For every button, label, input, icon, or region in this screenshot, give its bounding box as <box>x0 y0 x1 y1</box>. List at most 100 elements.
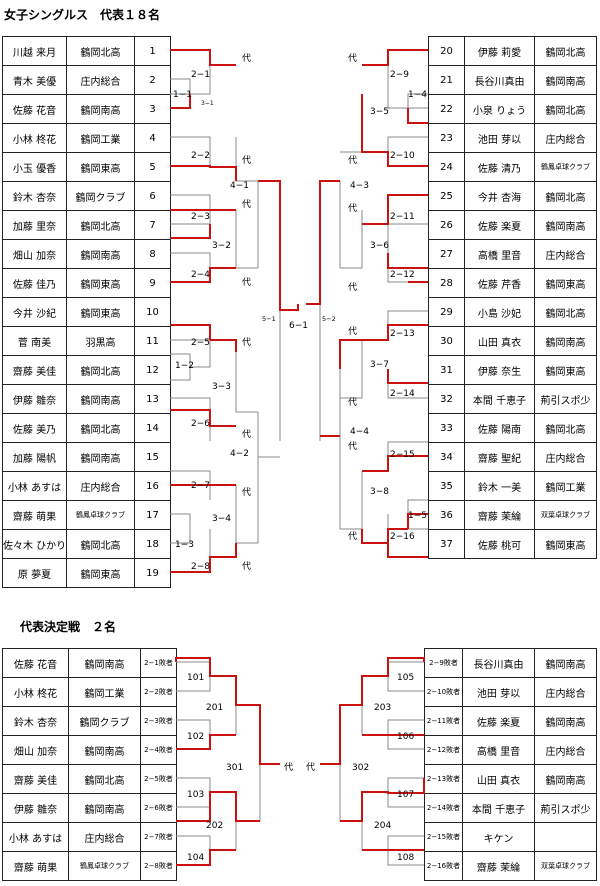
rep-mark: 代 <box>242 53 251 64</box>
seed-number: 2 <box>134 65 171 95</box>
seed-number: 13 <box>134 384 171 414</box>
seed-number: 29 <box>428 297 465 327</box>
loser-label: 2−4敗者 <box>140 735 177 765</box>
player-club: 鶴岡南高 <box>534 210 597 240</box>
match-label: 3−3 <box>212 382 231 392</box>
match-label: 2−12 <box>390 270 415 280</box>
rep-mark: 代 <box>348 326 357 337</box>
player-club: 庄内総合 <box>534 442 597 472</box>
match-label: 4−4 <box>350 427 369 437</box>
seed-number: 11 <box>134 326 171 356</box>
match-label: 1−2 <box>175 361 194 371</box>
player-name: 山田 真衣 <box>462 764 535 794</box>
player-club: 庄内総合 <box>68 822 141 852</box>
player-name: 鈴木 杏奈 <box>2 181 67 211</box>
match-label: 2−6 <box>191 419 210 429</box>
player-club: 鶴岡東高 <box>534 355 597 385</box>
match-label: 2−9 <box>390 70 409 80</box>
player-club <box>534 822 597 852</box>
player-club: 鶴岡南高 <box>534 706 597 736</box>
match-label: 4−3 <box>350 181 369 191</box>
match-label: 2−3 <box>191 212 210 222</box>
playoff-right-row: 2−10敗者池田 芽以庄内総合 <box>424 677 597 707</box>
seed-number: 5 <box>134 152 171 182</box>
match-label: 105 <box>397 673 414 683</box>
match-label: 106 <box>397 732 414 742</box>
rep-mark: 代 <box>242 337 251 348</box>
rep-mark: 代 <box>242 199 251 210</box>
player-club: 庄内総合 <box>66 471 135 501</box>
rep-mark: 代 <box>348 531 357 542</box>
player-club: 鶴岡南高 <box>534 65 597 95</box>
rep-mark: 代 <box>242 429 251 440</box>
player-name: 今井 沙紀 <box>2 297 67 327</box>
rep-mark: 代 <box>242 155 251 166</box>
rep-mark: 代 <box>348 155 357 166</box>
player-club: 鶴岡南高 <box>66 384 135 414</box>
rep-mark: 代 <box>348 203 357 214</box>
player-name: 原 夢夏 <box>2 558 67 588</box>
match-label: 2−7 <box>191 481 210 491</box>
loser-label: 2−15敗者 <box>424 822 463 852</box>
match-label: 3−5 <box>370 107 389 117</box>
match-label: 1−5 <box>408 511 427 521</box>
player-club: 鶴岡東高 <box>534 529 597 559</box>
match-label: 102 <box>187 732 204 742</box>
playoff-right-row: 2−16敗者齋藤 茉綸双葉卓球クラブ <box>424 851 597 881</box>
seed-number: 36 <box>428 500 465 530</box>
seed-number: 9 <box>134 268 171 298</box>
player-club: 庄内総合 <box>534 239 597 269</box>
player-club: 鶴岡北高 <box>66 355 135 385</box>
seed-number: 27 <box>428 239 465 269</box>
loser-label: 2−2敗者 <box>140 677 177 707</box>
match-label: 6−1 <box>289 321 308 331</box>
seed-number: 4 <box>134 123 171 153</box>
playoff-right-row: 2−9敗者長谷川真由鶴岡南高 <box>424 648 597 678</box>
player-name: 小林 柊花 <box>2 677 69 707</box>
match-label: 101 <box>187 673 204 683</box>
match-label: 301 <box>226 763 243 773</box>
player-name: 伊藤 雛奈 <box>2 384 67 414</box>
seed-number: 32 <box>428 384 465 414</box>
match-label: 3−2 <box>212 241 231 251</box>
player-club: 鶴岡南高 <box>534 326 597 356</box>
section-title-singles: 女子シングルス 代表１８名 <box>4 8 161 22</box>
player-club: 鶴岡南高 <box>66 239 135 269</box>
player-name: 齋藤 茉綸 <box>462 851 535 881</box>
player-name: 高橋 里音 <box>462 735 535 765</box>
match-label: 2−4 <box>191 270 210 280</box>
match-label: 1−4 <box>408 90 427 100</box>
loser-label: 2−8敗者 <box>140 851 177 881</box>
playoff-right-row: 2−11敗者佐藤 楽夏鶴岡南高 <box>424 706 597 736</box>
match-label: 2−2 <box>191 151 210 161</box>
match-label: 108 <box>397 853 414 863</box>
player-name: 畑山 加奈 <box>2 735 69 765</box>
player-name: 伊藤 雛奈 <box>2 793 69 823</box>
player-name: 加藤 陽帆 <box>2 442 67 472</box>
match-label: 5−1 <box>262 315 276 323</box>
seed-number: 12 <box>134 355 171 385</box>
match-label: 4−1 <box>230 181 249 191</box>
seed-number: 3 <box>134 94 171 124</box>
match-label: 3−8 <box>370 487 389 497</box>
player-club: 鶴岡北高 <box>534 297 597 327</box>
player-club: 鶴岡南高 <box>534 764 597 794</box>
